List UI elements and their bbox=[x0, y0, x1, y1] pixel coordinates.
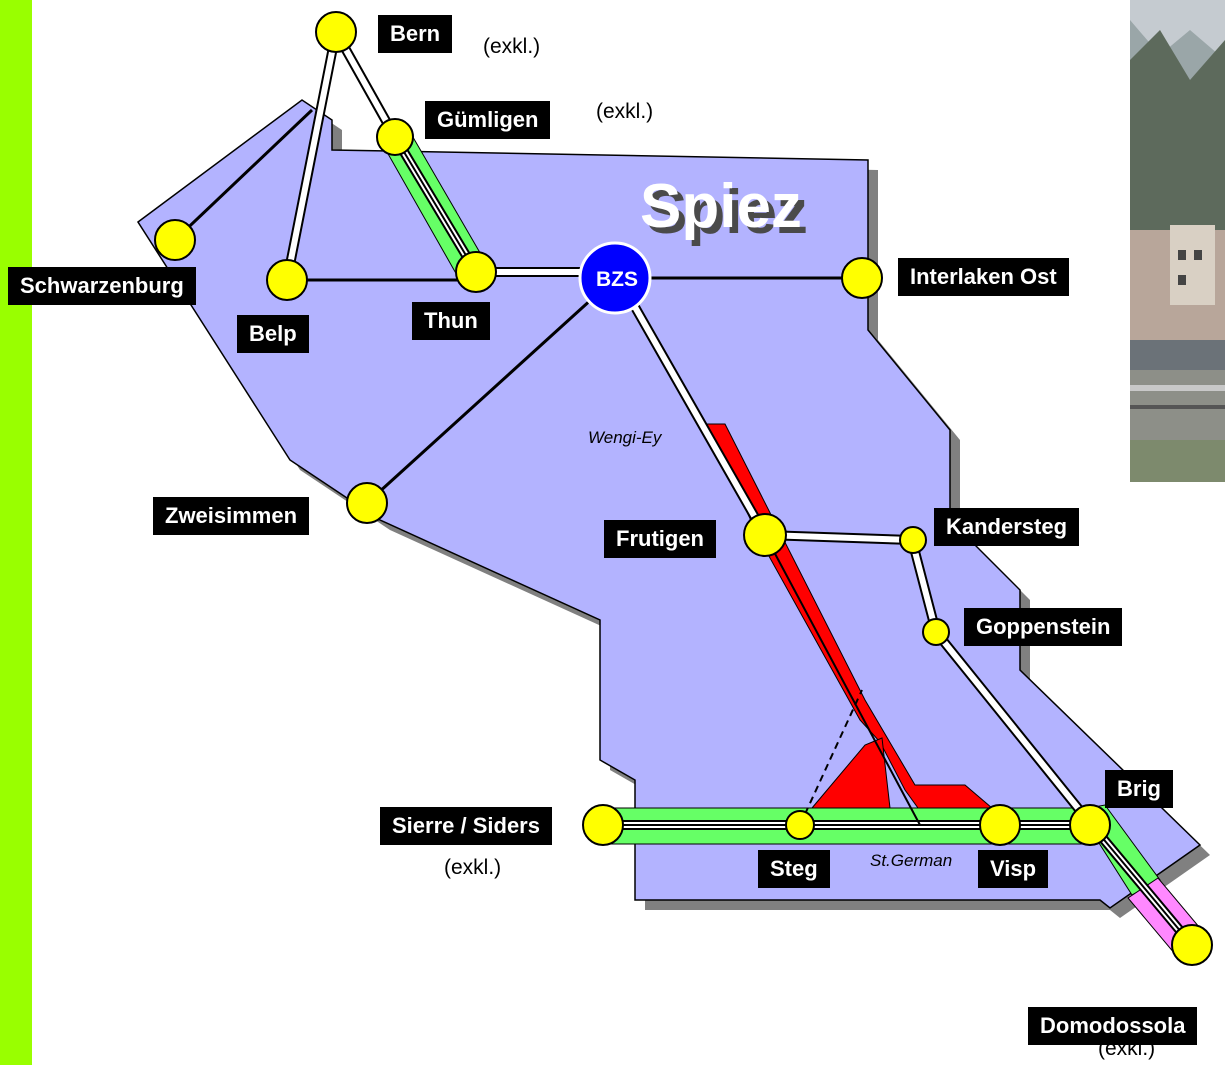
label-schwarzenburg: Schwarzenburg bbox=[8, 267, 196, 305]
label-bern: Bern bbox=[378, 15, 453, 53]
station-frutigen-node bbox=[743, 513, 787, 557]
red-area-steg bbox=[810, 737, 891, 809]
station-guemligen-node bbox=[376, 118, 414, 156]
station-belp-node bbox=[266, 259, 308, 301]
place-st-german: St.German bbox=[870, 851, 953, 870]
label-thun: Thun bbox=[412, 302, 490, 340]
label-sierre: Sierre / Siders bbox=[380, 807, 552, 845]
label-visp: Visp bbox=[978, 850, 1049, 888]
red-line-basetunnel bbox=[705, 423, 994, 809]
label-guemligen: Gümligen bbox=[425, 101, 551, 139]
label-domodossola: Domodossola bbox=[1028, 1007, 1198, 1045]
side-accent-bar bbox=[0, 0, 32, 1065]
station-nodes bbox=[154, 11, 1213, 966]
station-domodossola-node bbox=[1171, 924, 1213, 966]
label-kandersteg: Kandersteg bbox=[934, 508, 1080, 546]
note-domodossola-excl: (exkl.) bbox=[1098, 1037, 1156, 1060]
station-visp-node bbox=[979, 804, 1021, 846]
hub-label: BZS bbox=[596, 268, 638, 291]
hub-bzs-node bbox=[578, 241, 652, 315]
label-zweisimmen: Zweisimmen bbox=[153, 497, 310, 535]
station-steg-node bbox=[785, 810, 815, 840]
title-shadow: Spiez bbox=[646, 178, 808, 247]
station-schwarzenburg-node bbox=[154, 219, 196, 261]
note-bern-excl: (exkl.) bbox=[483, 35, 541, 58]
station-thun-node bbox=[455, 251, 497, 293]
station-goppenstein-node bbox=[922, 618, 950, 646]
station-bern-node bbox=[315, 11, 357, 53]
label-interlaken: Interlaken Ost bbox=[898, 258, 1069, 296]
label-belp: Belp bbox=[237, 315, 309, 353]
station-kandersteg-node bbox=[899, 526, 927, 554]
station-interlaken-node bbox=[841, 257, 883, 299]
label-brig: Brig bbox=[1105, 770, 1173, 808]
place-wengi-ey: Wengi-Ey bbox=[588, 428, 662, 447]
dashed-line-steg bbox=[799, 689, 863, 826]
single-track-lines bbox=[173, 108, 862, 505]
diagram-title: Spiez bbox=[640, 172, 802, 241]
note-sierre-excl: (exkl.) bbox=[444, 856, 502, 879]
note-guemligen-excl: (exkl.) bbox=[596, 100, 654, 123]
station-brig-node bbox=[1069, 804, 1111, 846]
station-zweisimmen-node bbox=[346, 482, 388, 524]
spiez-photo bbox=[1130, 0, 1225, 482]
label-frutigen: Frutigen bbox=[604, 520, 716, 558]
label-goppenstein: Goppenstein bbox=[964, 608, 1123, 646]
label-steg: Steg bbox=[758, 850, 830, 888]
station-sierre-node bbox=[582, 804, 624, 846]
